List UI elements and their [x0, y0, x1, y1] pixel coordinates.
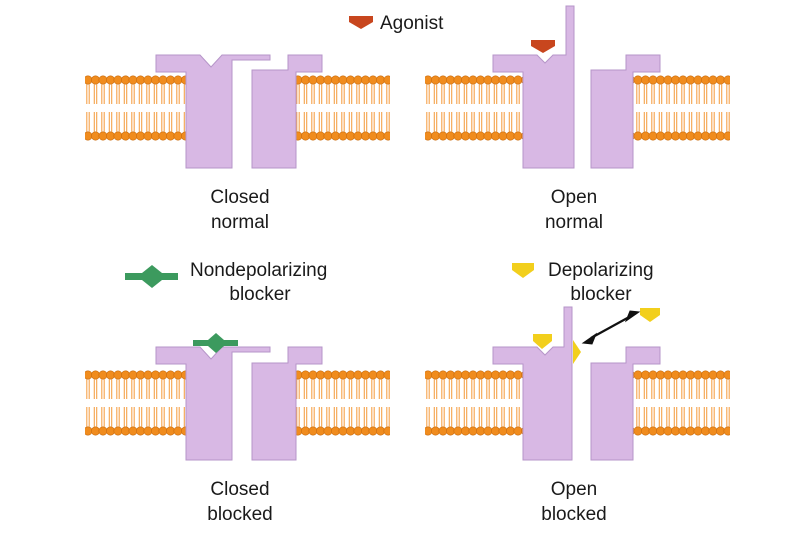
nondepolarizing-blocker-legend-icon [125, 265, 178, 288]
caption-open-normal-line1: Open [551, 187, 597, 208]
channel-left-subunit [492, 5, 575, 169]
channel-open-blocked [492, 306, 661, 461]
caption-closed-normal-line2: normal [211, 212, 269, 233]
channel-closed-normal [155, 54, 323, 169]
channel-right-subunit [251, 346, 323, 461]
channel-open-normal [492, 5, 661, 169]
channel-left-subunit [155, 346, 271, 461]
caption-open-blocked-line2: blocked [541, 504, 607, 525]
nondepolarizing-legend-label-line2: blocker [229, 284, 291, 305]
agonist-legend-label: Agonist [380, 13, 444, 34]
caption-closed-normal-line1: Closed [210, 187, 269, 208]
channel-left-subunit [492, 306, 573, 461]
agonist-bound-icon [531, 40, 555, 53]
nondepolarizing-legend-label-line1: Nondepolarizing [190, 260, 327, 281]
channel-right-subunit [251, 54, 323, 169]
depolarizing-blocker-legend-icon [512, 263, 534, 278]
membrane-open-normal [425, 75, 730, 141]
membrane-closed-blocked [85, 370, 390, 436]
caption-closed-blocked-line2: blocked [207, 504, 273, 525]
caption-closed-blocked-line1: Closed [210, 479, 269, 500]
caption-open-normal-line2: normal [545, 212, 603, 233]
depolarizing-blocker-in-pore-icon [573, 340, 581, 364]
membrane-open-blocked [425, 370, 730, 436]
channel-left-subunit [155, 54, 271, 169]
channel-closed-blocked [155, 346, 323, 461]
depolarizing-blocker-bound-icon [533, 334, 552, 349]
channel-right-subunit [590, 346, 661, 461]
agonist-legend-icon [349, 16, 373, 29]
caption-open-blocked-line1: Open [551, 479, 597, 500]
double-headed-arrow-icon [581, 310, 641, 345]
nondepolarizing-blocker-bound-icon [193, 333, 238, 353]
depolarizing-legend-label-line2: blocker [570, 284, 632, 305]
membrane-closed-normal [85, 75, 390, 141]
channel-right-subunit [590, 54, 661, 169]
depolarizing-legend-label-line1: Depolarizing [548, 260, 654, 281]
depolarizing-blocker-free-icon [640, 308, 660, 322]
